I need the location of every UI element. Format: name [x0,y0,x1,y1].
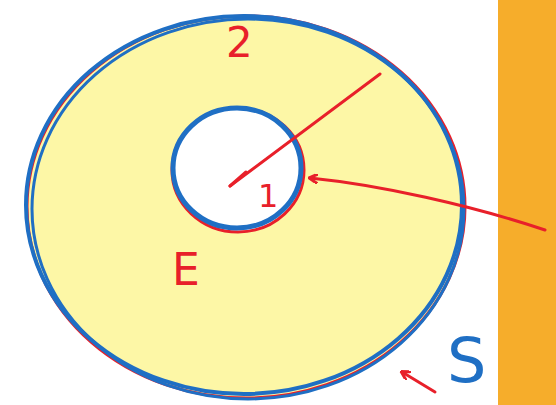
boundary-label: S [447,330,486,392]
inner-boundary [172,108,304,232]
radius-label: 1 [258,180,278,212]
side-bar [498,0,556,405]
radius-label: 2 [226,22,253,64]
outer-boundary [32,19,464,399]
radius-line [230,172,246,186]
pointer-arrow [402,372,435,392]
radius-line [230,74,380,186]
pointer-arrow [310,178,545,230]
inner-boundary [173,108,301,228]
region-label: E [172,248,200,292]
region-e [27,16,465,398]
outer-boundary [27,16,465,398]
